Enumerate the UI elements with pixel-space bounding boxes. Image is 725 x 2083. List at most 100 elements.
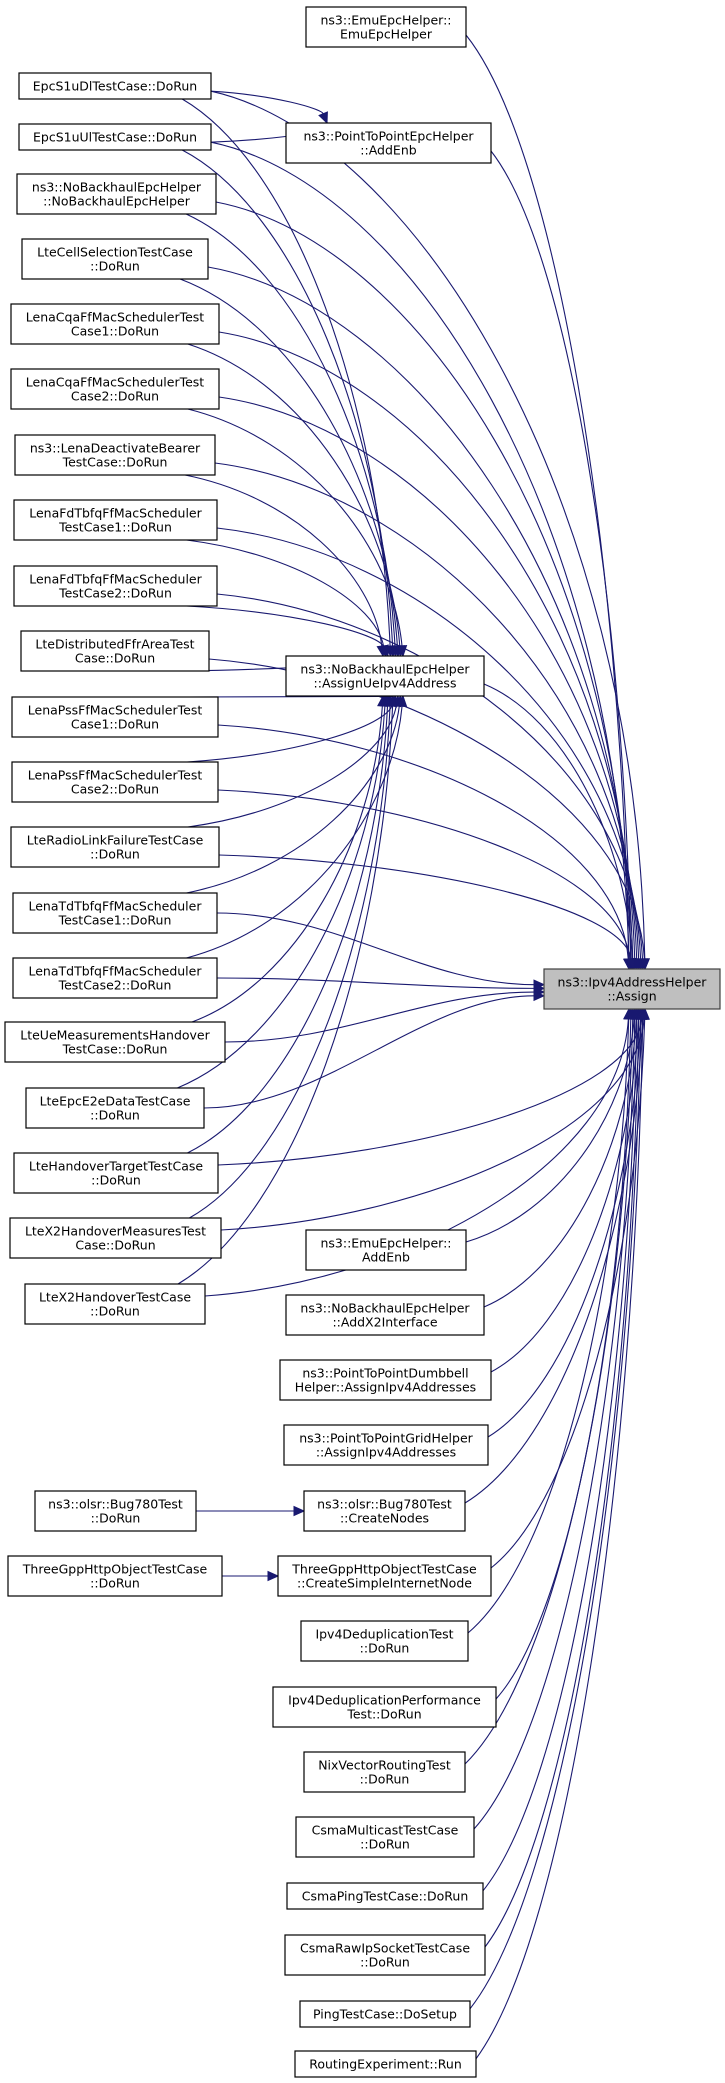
edge-line	[215, 201, 632, 960]
edge-line	[186, 705, 400, 894]
node-rlf[interactable]: LteRadioLinkFailureTestCase::DoRun	[10, 826, 220, 868]
node-bug780-create[interactable]: ns3::olsr::Bug780Test::CreateNodes	[303, 1490, 466, 1532]
node-threegpp-run[interactable]: ThreeGppHttpObjectTestCase::DoRun	[7, 1555, 223, 1597]
node-nobh-assignue[interactable]: ns3::NoBackhaulEpcHelper::AssignUeIpv4Ad…	[285, 655, 485, 697]
edge-nobh_ctor-to-nobh_assignue	[185, 213, 401, 658]
node-label: RoutingExperiment::Run	[309, 2057, 462, 2072]
node-s1udl[interactable]: EpcS1uDlTestCase::DoRun	[18, 72, 212, 100]
node-box	[13, 499, 218, 541]
edge-line	[217, 789, 631, 960]
node-label: ::CreateNodes	[340, 1511, 429, 1526]
root-node[interactable]: ns3::Ipv4AddressHelper::Assign	[543, 968, 721, 1010]
node-bug780-run[interactable]: ns3::olsr::Bug780Test::DoRun	[34, 1490, 197, 1532]
node-label: ThreeGppHttpObjectTestCase	[291, 1562, 477, 1577]
node-ping-setup[interactable]: PingTestCase::DoSetup	[299, 2000, 471, 2028]
edge-x2meas-to-nobh_assignue	[189, 694, 396, 1219]
node-nix[interactable]: NixVectorRoutingTest::DoRun	[303, 1751, 466, 1793]
edge-line	[482, 1018, 638, 1892]
edge-nobh_assignue-to-assign	[483, 683, 638, 971]
node-box	[10, 826, 220, 868]
node-nobh-addx2[interactable]: ns3::NoBackhaulEpcHelper::AddX2Interface	[285, 1294, 485, 1336]
edge-td2-to-nobh_assignue	[186, 694, 408, 959]
node-label: AddEnb	[362, 1250, 410, 1265]
node-label: LteX2HandoverTestCase	[39, 1290, 191, 1305]
node-label: ::DoRun	[360, 1955, 410, 1970]
edge-line	[187, 408, 403, 647]
edge-e2e-to-assign	[203, 990, 546, 1109]
edge-ping_setup-to-assign	[469, 1007, 647, 2010]
arrowhead-icon	[267, 1570, 280, 1582]
edge-bug780_run-to-bug780_create	[196, 1505, 306, 1517]
node-emu-addenb[interactable]: ns3::EmuEpcHelper::AddEnb	[305, 1229, 467, 1271]
edge-line	[208, 658, 645, 960]
node-label: LteRadioLinkFailureTestCase	[27, 833, 204, 848]
node-label: ::AssignUeIpv4Address	[314, 676, 457, 691]
node-routing-exp[interactable]: RoutingExperiment::Run	[294, 2050, 477, 2078]
node-label: EmuEpcHelper	[340, 27, 433, 42]
arrowhead-icon	[639, 958, 650, 971]
node-box	[16, 173, 217, 215]
node-hotarget[interactable]: LteHandoverTargetTestCase::DoRun	[13, 1152, 219, 1194]
node-s1uul[interactable]: EpcS1uUlTestCase::DoRun	[18, 123, 212, 151]
edge-emu_ctor-to-assign	[465, 34, 635, 971]
edge-line	[191, 705, 383, 1023]
node-csma-raw[interactable]: CsmaRawIpSocketTestCase::DoRun	[284, 1934, 486, 1976]
node-p2p-addenb[interactable]: ns3::PointToPointEpcHelper::AddEnb	[285, 122, 492, 164]
node-box	[13, 565, 218, 607]
node-csma-ping[interactable]: CsmaPingTestCase::DoRun	[286, 1882, 484, 1910]
node-emu-ctor[interactable]: ns3::EmuEpcHelper::EmuEpcHelper	[305, 6, 467, 48]
node-csma-mcast[interactable]: CsmaMulticastTestCase::DoRun	[295, 1816, 475, 1858]
node-dedup[interactable]: Ipv4DeduplicationTest::DoRun	[300, 1620, 469, 1662]
edge-line	[469, 1018, 642, 2010]
node-label: ::DoRun	[90, 1576, 140, 1591]
node-label: Ipv4DeduplicationTest	[315, 1627, 453, 1642]
node-label: ::DoRun	[360, 1772, 410, 1787]
edge-fd2-to-assign	[216, 593, 648, 971]
arrowhead-icon	[396, 645, 408, 658]
node-label: EpcS1uDlTestCase::DoRun	[33, 79, 197, 94]
node-label: ::AddX2Interface	[332, 1315, 437, 1330]
edge-line	[220, 1018, 645, 1231]
edge-line	[204, 1018, 629, 1297]
node-nobh-ctor[interactable]: ns3::NoBackhaulEpcHelper::NoBackhaulEpcH…	[16, 173, 217, 215]
node-box	[14, 434, 216, 476]
node-label: TestCase1::DoRun	[58, 520, 172, 535]
node-label: ::AssignIpv4Addresses	[316, 1445, 456, 1460]
node-x2ho[interactable]: LteX2HandoverTestCase::DoRun	[24, 1283, 206, 1325]
node-label: LteCellSelectionTestCase	[37, 245, 193, 260]
node-e2e[interactable]: LteEpcE2eDataTestCase::DoRun	[25, 1087, 205, 1129]
edge-line	[467, 1018, 630, 1634]
edge-line	[484, 1018, 640, 1948]
node-label: ::DoRun	[90, 1108, 140, 1123]
node-box	[12, 957, 218, 999]
node-label: LenaCqaFfMacSchedulerTest	[26, 375, 205, 390]
node-threegpp-create[interactable]: ThreeGppHttpObjectTestCase::CreateSimple…	[277, 1555, 492, 1597]
node-dumbbell[interactable]: ns3::PointToPointDumbbellHelper::AssignI…	[279, 1359, 492, 1401]
edge-td2-to-assign	[216, 977, 546, 994]
node-cellsel[interactable]: LteCellSelectionTestCase::DoRun	[21, 238, 209, 280]
node-box	[11, 696, 219, 738]
node-box	[4, 1021, 226, 1063]
node-label: Case2::DoRun	[71, 782, 159, 797]
node-grid[interactable]: ns3::PointToPointGridHelper::AssignIpv4A…	[283, 1424, 489, 1466]
node-box	[13, 1152, 219, 1194]
node-label: LteX2HandoverMeasuresTest	[25, 1224, 206, 1239]
node-label: ns3::olsr::Bug780Test	[48, 1497, 183, 1512]
node-label: ns3::PointToPointGridHelper	[299, 1431, 473, 1446]
node-box	[285, 1294, 485, 1336]
edge-line	[217, 1018, 643, 1166]
